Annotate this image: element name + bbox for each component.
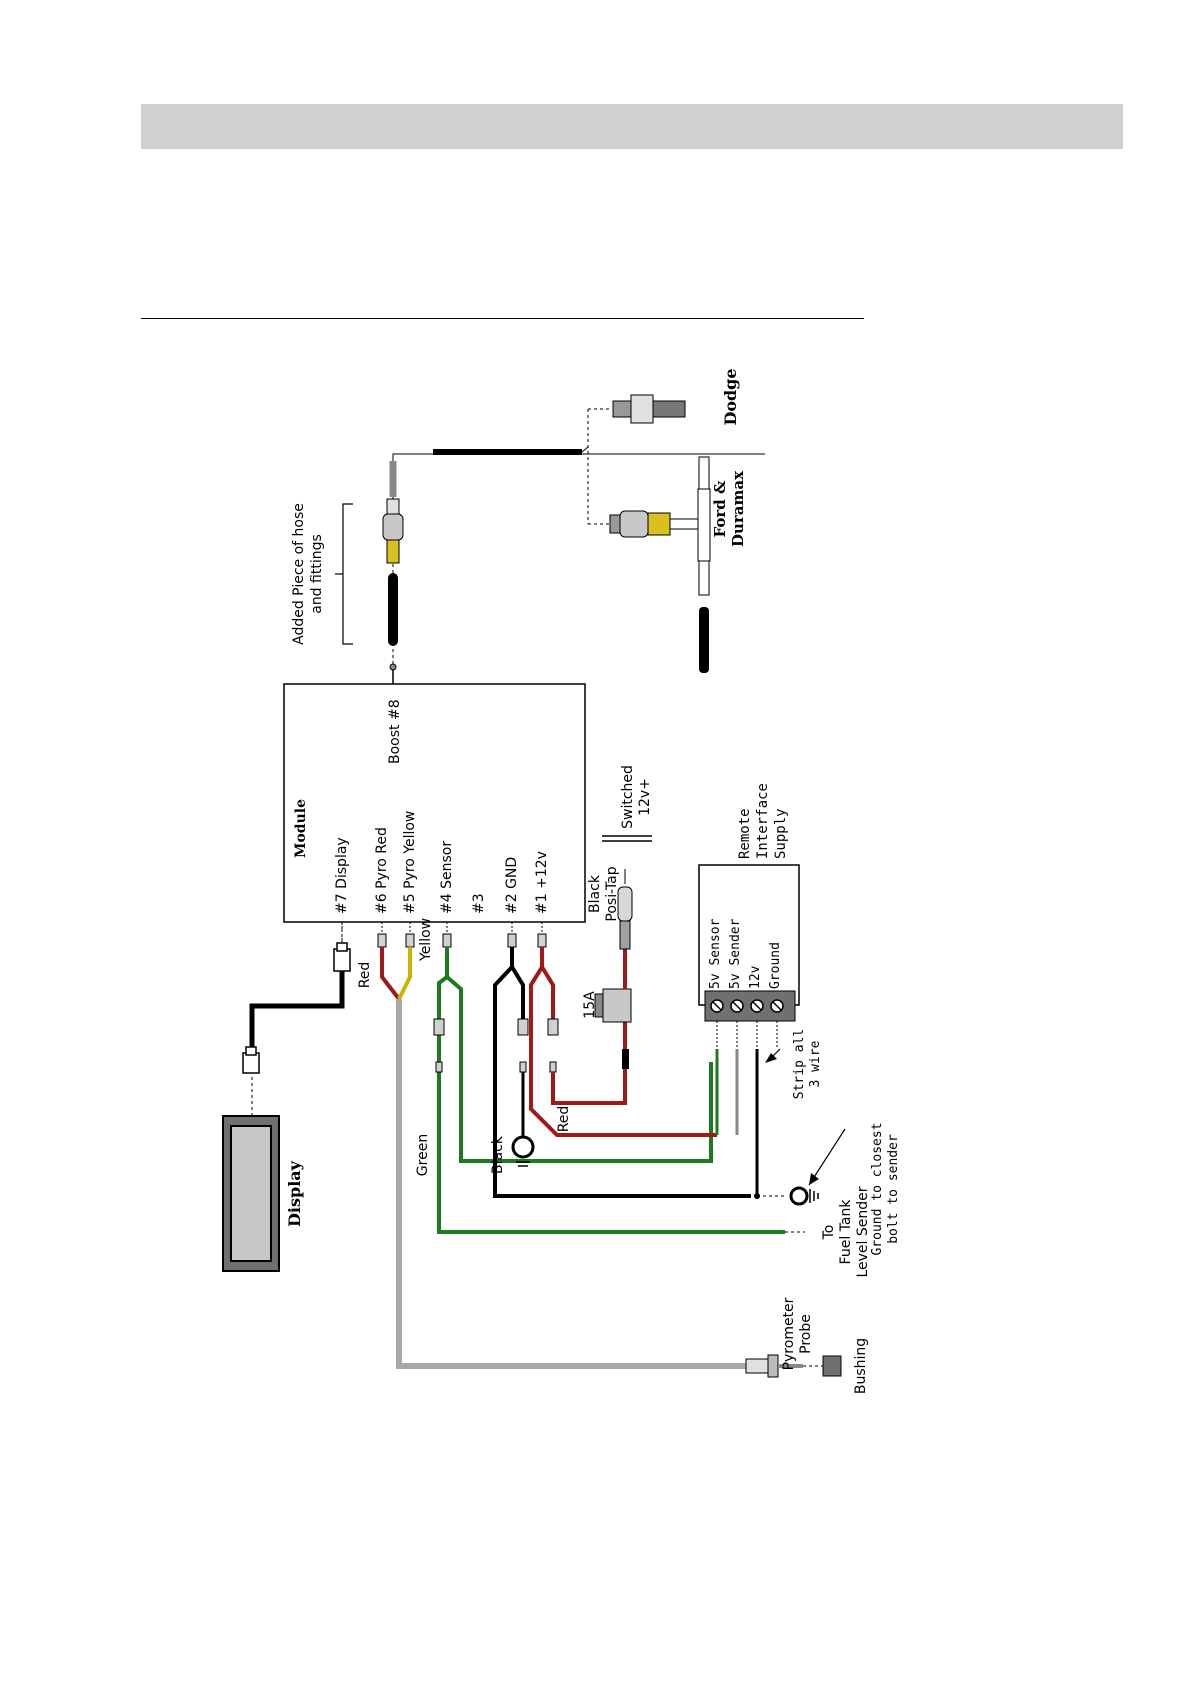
wire-yellow-label: Yellow: [418, 918, 434, 962]
display-cable: [242, 922, 351, 1116]
pyrometer-line1: Pyrometer: [781, 1297, 797, 1370]
strip-line2: 3 wire: [808, 1040, 823, 1087]
pin-5-label: #5 Pyro Yellow: [402, 811, 418, 914]
module-title: Module: [293, 799, 309, 858]
pyrometer-line2: Probe: [798, 1314, 814, 1354]
pin-7-label: #7 Display: [334, 837, 350, 914]
green-wires: Green: [415, 947, 785, 1234]
pin-3-label: #3: [471, 893, 487, 914]
fuel-line3: Level Sender: [855, 1186, 871, 1277]
hose-label-line1: Added Piece of hose: [291, 503, 307, 645]
terminal-5v-sender: 5v Sender: [728, 918, 743, 989]
pin-4-label: #4 Sensor: [439, 841, 455, 914]
pyro-wires: Red Yellow: [357, 918, 746, 1369]
posi-tap-line2: Posi-Tap: [604, 866, 620, 921]
interface-title-line2: Interface: [755, 783, 771, 859]
wire-red-top-label: Red: [357, 962, 373, 989]
pyrometer-probe: Pyrometer Probe Bushing: [745, 1297, 869, 1394]
terminal-ground: Ground: [768, 942, 783, 989]
pin-1-label: #1 +12v: [534, 851, 550, 914]
boost-hose-assembly: Added Piece of hose and fittings: [291, 449, 765, 684]
interface-title-line1: Remote: [737, 808, 753, 859]
pin-connectors: [341, 922, 547, 948]
hose-label-line2: and fittings: [309, 534, 325, 614]
fuel-line2: Fuel Tank: [838, 1199, 854, 1265]
fuel-line1: To: [821, 1225, 837, 1241]
header-bar: [141, 104, 1123, 149]
display-unit: Display: [222, 1115, 304, 1272]
pin-2-label: #2 GND: [504, 857, 520, 914]
interface-title-line3: Supply: [773, 808, 789, 859]
ground-line2: bolt to sender: [886, 1134, 901, 1244]
dodge-label: Dodge: [721, 368, 740, 425]
display-label: Display: [285, 1160, 304, 1227]
wiring-diagram: Display Module #7 Display #6 Pyro Red #5…: [222, 368, 901, 1394]
wire-green-label: Green: [415, 1134, 431, 1176]
terminal-12v: 12v: [748, 965, 763, 989]
posi-tap-line1: Black: [587, 874, 603, 913]
module-box: Module #7 Display #6 Pyro Red #5 Pyro Ye…: [283, 683, 586, 923]
fuse-label: 15A: [582, 991, 598, 1019]
sensor-options: Dodge Ford & Duramax: [581, 368, 747, 673]
switched-line2: 12v+: [637, 778, 653, 816]
switched-line1: Switched: [620, 765, 636, 829]
title-underline: [141, 318, 864, 319]
strip-line1: Strip all: [792, 1029, 807, 1099]
wire-red-bottom-label: Red: [556, 1106, 572, 1133]
ford-label-line1: Ford &: [711, 480, 729, 537]
annotations: Strip all 3 wire Ground to closest bolt …: [785, 1029, 901, 1278]
terminal-5v-sensor: 5v Sensor: [708, 918, 723, 989]
bushing-label: Bushing: [853, 1338, 869, 1394]
red-power-wires: Red 15A Black Posi-Tap Switched 12v+: [529, 765, 717, 1137]
ground-line1: Ground to closest: [870, 1122, 885, 1255]
pin-8-label: Boost #8: [387, 699, 403, 764]
pin-6-label: #6 Pyro Red: [374, 827, 390, 914]
wire-black-label: Black: [490, 1135, 506, 1174]
black-wires: Black: [490, 947, 751, 1198]
remote-interface-supply: 5v Sensor 5v Sender 12v Ground Remote In…: [698, 783, 846, 1206]
ford-label-line2: Duramax: [729, 470, 747, 547]
